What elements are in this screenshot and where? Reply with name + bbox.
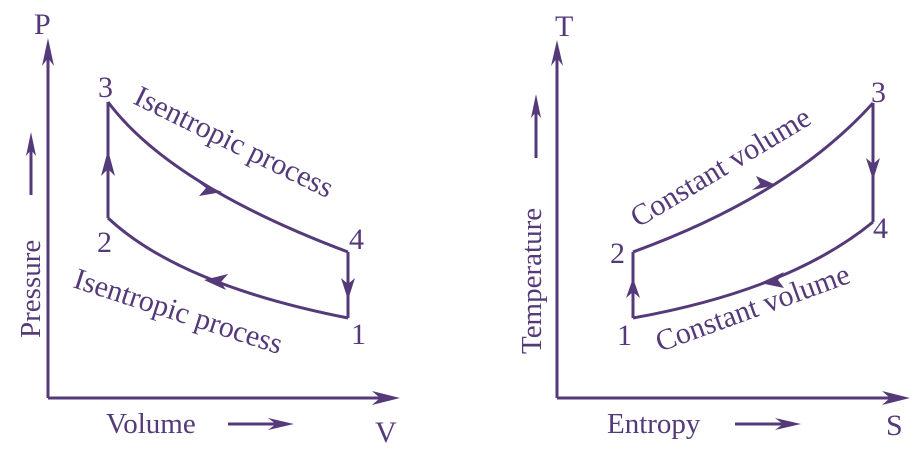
pv-y-label-arrow-icon: [26, 132, 36, 156]
pv-y-axis-label: Pressure: [15, 240, 47, 338]
pv-process-1-2: [106, 216, 349, 320]
ts-x-axis-arrow-icon: [882, 391, 910, 405]
ts-y-axis-arrow-icon: [551, 40, 563, 66]
pv-arrow-2-3-icon: [101, 150, 115, 176]
pv-arrow-1-2-icon: [204, 274, 228, 290]
ts-point-2: 2: [610, 237, 625, 270]
ts-point-1: 1: [617, 319, 632, 352]
pv-point-1: 1: [351, 318, 366, 351]
pv-upper-curve-label: Isentropic process: [129, 80, 339, 205]
pv-x-label-arrow-icon: [268, 418, 294, 430]
pv-x-symbol: V: [375, 416, 397, 449]
ts-x-symbol: S: [886, 409, 903, 442]
pv-point-3: 3: [98, 71, 113, 104]
pv-y-axis-arrow-icon: [42, 38, 54, 66]
ts-diagram: T S Temperature Entropy 3 2 4 1 Constant…: [516, 10, 910, 442]
ts-process-2-3: [632, 101, 875, 254]
ts-y-label-arrow-icon: [531, 94, 541, 118]
pv-arrow-4-1-icon: [341, 278, 355, 300]
pv-x-axis-label: Volume: [106, 408, 196, 440]
pv-point-4: 4: [349, 223, 364, 256]
ts-point-4: 4: [873, 212, 888, 245]
ts-arrow-4-1-icon: [760, 272, 784, 288]
ts-y-symbol: T: [555, 10, 573, 43]
ts-arrow-2-3-icon: [752, 176, 776, 190]
pv-arrow-3-4-icon: [198, 182, 222, 196]
ts-x-label-arrow-icon: [775, 418, 801, 430]
pv-y-symbol: P: [34, 8, 51, 41]
pv-x-axis-arrow-icon: [372, 391, 400, 405]
pv-diagram: P V Pressure Volume 3 2 4 1 Isentropic p…: [15, 8, 400, 449]
ts-x-axis-label: Entropy: [607, 408, 701, 440]
pv-point-2: 2: [97, 226, 112, 259]
ts-y-axis-label: Temperature: [516, 208, 548, 354]
pv-process-3-4: [106, 101, 349, 254]
ts-arrow-1-2-icon: [626, 278, 640, 298]
ts-arrow-3-4-icon: [866, 158, 880, 180]
pv-lower-curve-label: Isentropic process: [70, 262, 287, 361]
ts-point-3: 3: [871, 76, 886, 109]
